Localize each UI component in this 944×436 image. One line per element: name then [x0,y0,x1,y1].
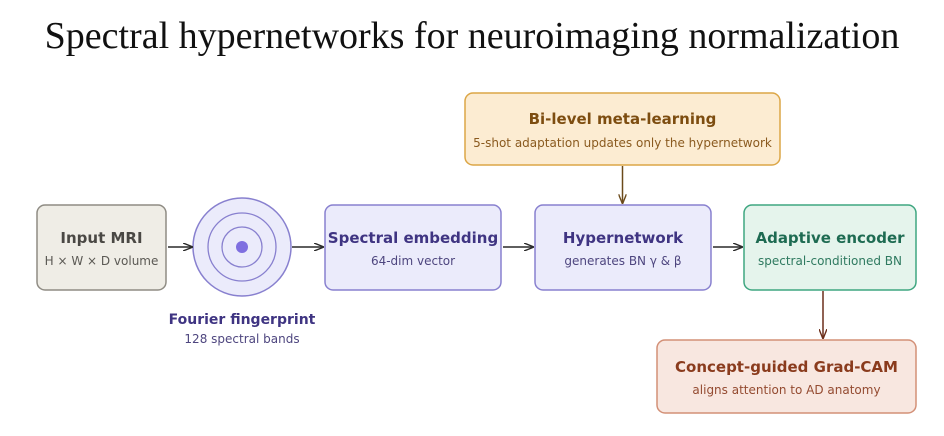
hypernetwork-box [534,204,712,291]
input-mri-title: Input MRI [60,229,142,247]
fourier-fingerprint-subtitle: 128 spectral bands [184,332,299,346]
hypernetwork-title: Hypernetwork [563,229,684,247]
meta-learning-title: Bi-level meta-learning [529,110,717,128]
fingerprint-inner-ring [221,226,263,268]
page-title: Spectral hypernetworks for neuroimaging … [44,15,900,57]
input-mri-node: Input MRI H × W × D volume [36,204,167,291]
fingerprint-middle-ring [207,212,277,282]
fourier-fingerprint-title: Fourier fingerprint [169,312,316,328]
hypernetwork-subtitle: generates BN γ & β [564,254,681,268]
spectral-embedding-node: Spectral embedding 64-dim vector [324,204,502,291]
spectral-embedding-title: Spectral embedding [328,229,498,247]
grad-cam-subtitle: aligns attention to AD anatomy [692,383,880,397]
grad-cam-node: Concept-guided Grad-CAM aligns attention… [656,339,917,414]
adaptive-encoder-title: Adaptive encoder [755,229,905,247]
input-mri-box [36,204,167,291]
fingerprint-center-dot [236,241,248,253]
grad-cam-box [656,339,917,414]
hypernetwork-node: Hypernetwork generates BN γ & β [534,204,712,291]
input-mri-subtitle: H × W × D volume [45,254,159,268]
grad-cam-title: Concept-guided Grad-CAM [675,358,898,376]
adaptive-encoder-subtitle: spectral-conditioned BN [758,254,902,268]
meta-learning-node: Bi-level meta-learning 5-shot adaptation… [464,92,781,166]
adaptive-encoder-box [743,204,917,291]
spectral-embedding-box [324,204,502,291]
adaptive-encoder-node: Adaptive encoder spectral-conditioned BN [743,204,917,291]
meta-learning-box [464,92,781,166]
meta-learning-subtitle: 5-shot adaptation updates only the hyper… [473,136,772,150]
spectral-embedding-subtitle: 64-dim vector [371,254,455,268]
fourier-fingerprint-node: Fourier fingerprint 128 spectral bands [169,197,316,346]
